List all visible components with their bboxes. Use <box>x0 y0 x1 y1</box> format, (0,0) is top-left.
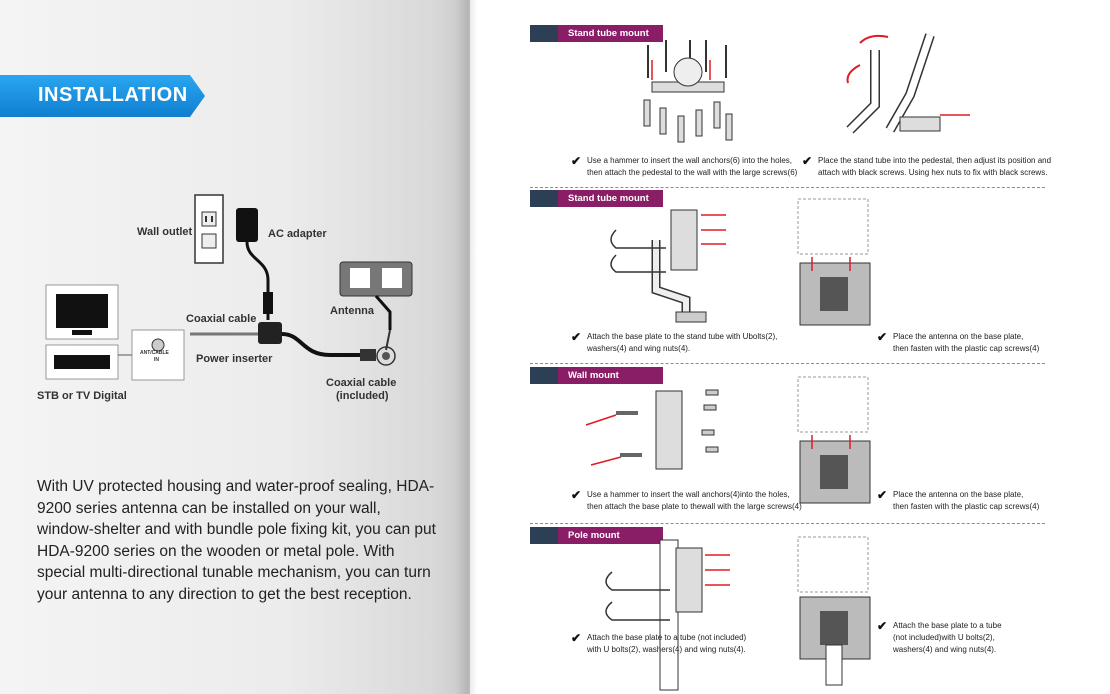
ant-cable-port <box>131 329 185 381</box>
ubolt-tube-figure <box>610 209 726 323</box>
check-icon: ✔ <box>877 488 888 502</box>
installation-title: INSTALLATION <box>38 84 188 106</box>
power-inserter-icon <box>258 322 282 344</box>
pole-ubolt-figure <box>605 539 730 691</box>
label-power-inserter: Power inserter <box>196 353 273 365</box>
check-icon: ✔ <box>802 154 813 168</box>
label-wall-outlet: Wall outlet <box>137 226 193 238</box>
installation-description: With UV protected housing and water-proo… <box>37 478 436 603</box>
section-tag-1: Stand tube mount <box>530 25 663 42</box>
section-2-step-2: ✔ Place the antenna on the base plate,th… <box>877 330 1040 353</box>
check-icon: ✔ <box>571 631 582 645</box>
section-tag-2: Stand tube mount <box>530 190 663 207</box>
check-icon: ✔ <box>877 330 888 344</box>
page-spine <box>455 0 477 694</box>
section-1-step-2: ✔ Place the stand tube into the pedestal… <box>802 154 1052 177</box>
stand-tube-figure <box>846 33 970 134</box>
installation-banner: INSTALLATION <box>0 75 205 117</box>
pedestal-figure <box>643 40 733 143</box>
check-icon: ✔ <box>571 488 582 502</box>
antenna-plate-figure-1 <box>797 198 871 326</box>
section-tag-4: Pole mount <box>530 527 663 544</box>
label-ant-port: ANT/CABLE <box>140 350 169 356</box>
section-3-step-1: ✔ Use a hammer to insert the wall anchor… <box>571 488 802 511</box>
section-4-step-1: ✔ Attach the base plate to a tube (not i… <box>571 631 747 654</box>
wall-outlet-icon <box>194 194 224 264</box>
divider-1 <box>530 187 1045 188</box>
label-coaxial-cable: Coaxial cable <box>186 313 257 325</box>
section-4-step-2: ✔ Attach the base plate to a tube(not in… <box>877 619 1002 654</box>
check-icon: ✔ <box>571 154 582 168</box>
divider-3 <box>530 523 1045 524</box>
label-included: (included) <box>336 390 389 402</box>
section-title-1: Stand tube mount <box>558 25 663 42</box>
antenna-icon <box>339 261 413 351</box>
label-coaxial-included: Coaxial cable <box>326 377 397 389</box>
section-2-step-1: ✔ Attach the base plate to the stand tub… <box>571 330 778 353</box>
check-icon: ✔ <box>571 330 582 344</box>
section-1-step-1: ✔ Use a hammer to insert the wall anchor… <box>571 154 798 177</box>
label-stb: STB or TV Digital <box>37 390 127 402</box>
label-ac-adapter: AC adapter <box>268 228 327 240</box>
ac-adapter-icon <box>236 208 273 314</box>
divider-2 <box>530 363 1045 364</box>
section-title-2: Stand tube mount <box>558 190 663 207</box>
stb-icon <box>45 344 119 380</box>
label-ant-port-in: IN <box>154 357 159 363</box>
connection-diagram <box>45 194 413 381</box>
section-title-4: Pole mount <box>558 527 663 544</box>
section-tag-3: Wall mount <box>530 367 663 384</box>
antenna-plate-figure-2 <box>797 376 871 504</box>
label-antenna: Antenna <box>330 305 374 317</box>
wall-plate-figure <box>585 389 719 470</box>
check-icon: ✔ <box>877 619 888 633</box>
section-3-step-2: ✔ Place the antenna on the base plate,th… <box>877 488 1040 511</box>
antenna-plate-figure-3 <box>797 536 871 686</box>
tv-icon <box>45 284 119 340</box>
section-title-3: Wall mount <box>558 367 663 384</box>
